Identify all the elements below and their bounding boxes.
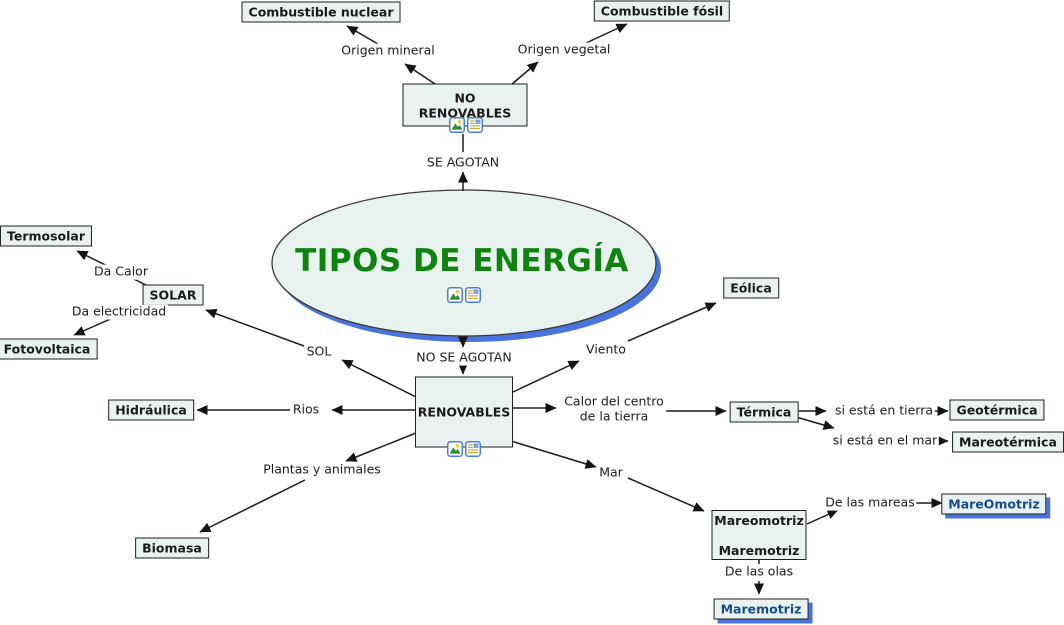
link-label-origen-vegetal[interactable]: Origen vegetal — [515, 41, 613, 58]
tipos-de-energia-ellipse[interactable] — [271, 189, 657, 337]
resource-icons-tipos-de-energia — [447, 287, 481, 303]
concept-biomasa[interactable]: Biomasa — [135, 537, 209, 559]
link-label-viento[interactable]: Viento — [584, 341, 628, 358]
concept-eolica[interactable]: Eólica — [723, 277, 779, 299]
concept-no-renovables[interactable]: NO RENOVABLES — [402, 83, 528, 127]
link-label-plantas-y-animales[interactable]: Plantas y animales — [261, 461, 383, 478]
concept-mareomotriz-de-mareas[interactable]: MareOmotriz — [941, 493, 1047, 515]
resource-icons-renovables — [447, 441, 481, 457]
link-label-sol[interactable]: SOL — [304, 343, 334, 360]
concept-geotermica[interactable]: Geotérmica — [949, 399, 1045, 421]
image-resource-icon[interactable] — [447, 441, 463, 457]
concept-solar[interactable]: SOLAR — [142, 284, 204, 306]
concept-mareomotriz-maremotriz[interactable]: Mareomotriz Maremotriz — [711, 510, 807, 560]
concept-termica[interactable]: Térmica — [729, 401, 799, 423]
map-title[interactable]: TIPOS DE ENERGÍA — [295, 243, 629, 279]
concept-combustible-fosil[interactable]: Combustible fósil — [593, 0, 731, 22]
concept-maremotriz-de-olas[interactable]: Maremotriz — [713, 598, 809, 620]
link-label-no-se-agotan[interactable]: NO SE AGOTAN — [414, 349, 514, 366]
document-resource-icon[interactable] — [467, 117, 483, 133]
concept-renovables[interactable]: RENOVABLES — [415, 376, 513, 448]
link-label-se-agotan[interactable]: SE AGOTAN — [424, 154, 502, 171]
image-resource-icon[interactable] — [447, 287, 463, 303]
link-label-da-calor[interactable]: Da Calor — [92, 263, 150, 280]
image-resource-icon[interactable] — [449, 117, 465, 133]
link-label-origen-mineral[interactable]: Origen mineral — [339, 42, 437, 59]
concept-hidraulica[interactable]: Hidráulica — [108, 399, 194, 421]
link-label-de-las-olas[interactable]: De las olas — [722, 563, 796, 580]
link-label-rios[interactable]: Rios — [290, 401, 322, 418]
concept-termosolar[interactable]: Termosolar — [0, 225, 93, 247]
link-label-mar[interactable]: Mar — [597, 464, 625, 481]
concept-fotovoltaica[interactable]: Fotovoltaica — [0, 338, 98, 360]
concept-combustible-nuclear[interactable]: Combustible nuclear — [241, 1, 401, 23]
link-label-de-las-mareas[interactable]: De las mareas — [823, 494, 917, 511]
resource-icons-no-renovables — [449, 117, 483, 133]
link-label-si-esta-en-el-mar[interactable]: si está en el mar — [830, 432, 940, 449]
document-resource-icon[interactable] — [465, 441, 481, 457]
connector-group — [73, 23, 949, 595]
concept-mareotermica[interactable]: Mareotérmica — [952, 431, 1064, 453]
link-label-da-electricidad[interactable]: Da electricidad — [69, 303, 169, 320]
link-label-calor-del-centro[interactable]: Calor del centro de la tierra — [562, 393, 666, 424]
link-label-si-esta-en-tierra[interactable]: si está en tierra — [832, 402, 936, 419]
document-resource-icon[interactable] — [465, 287, 481, 303]
